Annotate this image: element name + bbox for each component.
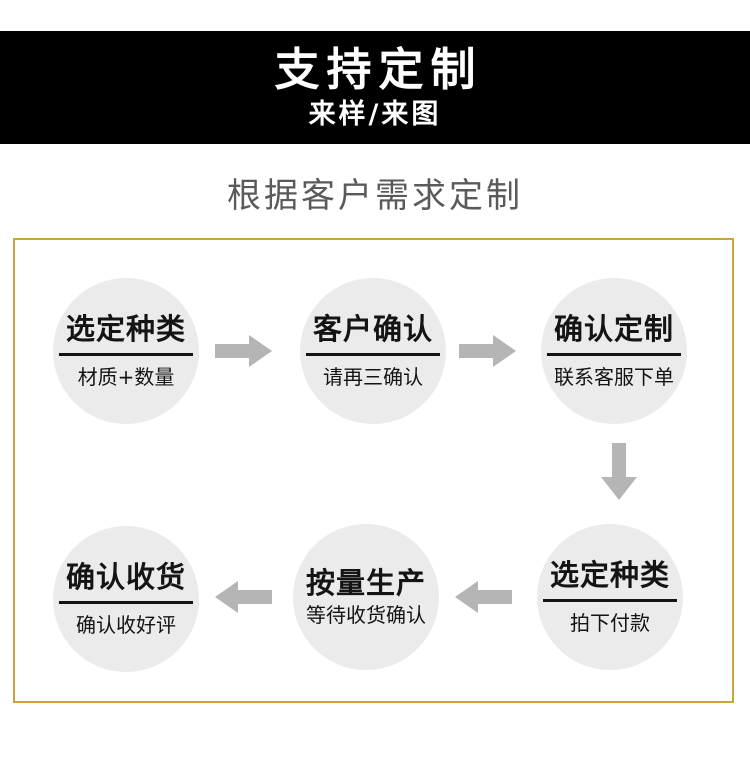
flow-step-circle: 客户确认 请再三确认 <box>300 278 446 424</box>
flow-diagram: 选定种类 材质+数量 客户确认 请再三确认 确认定制 联系客服下单 选定种类 <box>13 238 734 703</box>
step-main-label: 确认收货 <box>65 560 186 595</box>
flow-step-circle: 选定种类 材质+数量 <box>53 278 199 424</box>
step-sub-label: 拍下付款 <box>570 610 650 635</box>
arrow-right-icon <box>459 335 516 367</box>
arrow-left-icon <box>215 581 272 613</box>
step-main-label: 确认定制 <box>553 312 674 347</box>
step-sub-label: 等待收货确认 <box>306 602 426 627</box>
step-divider <box>59 352 193 356</box>
step-main-label: 选定种类 <box>549 558 670 593</box>
flow-step-circle: 确认收货 确认收好评 <box>53 526 199 672</box>
step-sub-label: 确认收好评 <box>76 612 176 637</box>
step-main-label: 按量生产 <box>305 566 426 601</box>
flow-step-circle: 确认定制 联系客服下单 <box>541 278 687 424</box>
step-divider <box>306 352 440 356</box>
banner-subtitle: 来样/来图 <box>308 98 442 130</box>
flow-step-circle: 按量生产 等待收货确认 <box>293 524 439 670</box>
section-title: 根据客户需求定制 <box>227 176 523 216</box>
step-sub-label: 联系客服下单 <box>554 364 674 389</box>
arrow-down-icon <box>601 443 637 500</box>
step-divider <box>543 598 677 602</box>
step-main-label: 客户确认 <box>312 312 433 347</box>
arrow-right-icon <box>215 335 272 367</box>
arrow-left-icon <box>455 581 512 613</box>
step-sub-label: 请再三确认 <box>323 364 423 389</box>
step-divider <box>547 352 681 356</box>
step-divider <box>59 600 193 604</box>
header-banner: 支持定制 来样/来图 <box>0 31 750 144</box>
step-main-label: 选定种类 <box>65 312 186 347</box>
flow-step-circle: 选定种类 拍下付款 <box>537 524 683 670</box>
banner-title: 支持定制 <box>274 42 483 96</box>
step-sub-label: 材质+数量 <box>77 364 175 389</box>
